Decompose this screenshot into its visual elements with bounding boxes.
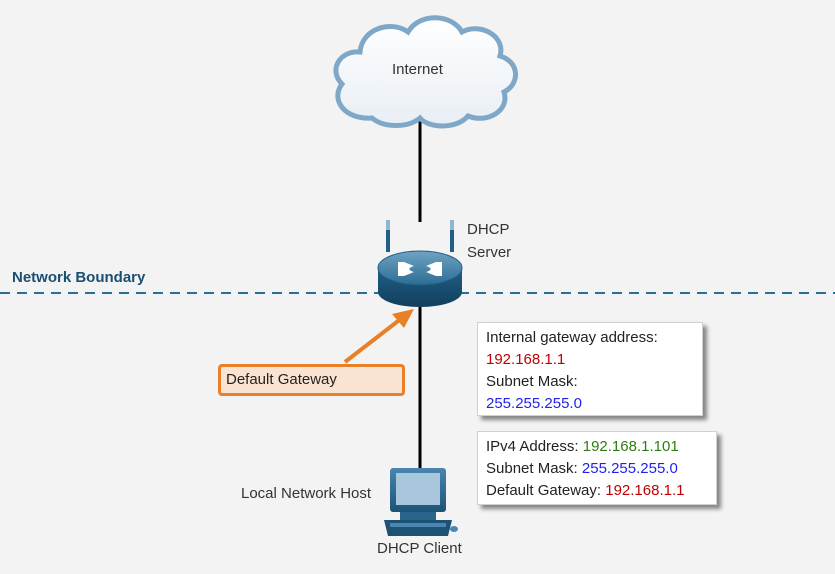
ipv4-address-label: IPv4 Address: [486,438,579,455]
default-gateway-value: 192.168.1.1 [605,482,685,499]
default-gateway-row: Default Gateway: 192.168.1.1 [486,480,708,502]
host-subnet-mask-label: Subnet Mask: [486,460,578,477]
pc-icon [384,468,458,536]
host-subnet-mask-value: 255.255.255.0 [581,460,678,477]
ipv4-address-value: 192.168.1.101 [582,438,679,455]
host-subnet-mask-row: Subnet Mask: 255.255.255.0 [486,458,708,480]
dhcp-server-label-line1: DHCP [467,221,510,238]
gateway-address-label: Internal gateway address: [486,329,658,346]
dhcp-client-label: DHCP Client [377,540,462,557]
default-gateway-arrow [343,309,414,364]
router-subnet-mask-label: Subnet Mask: [486,373,578,390]
gateway-address-value: 192.168.1.1 [486,351,566,368]
host-info-box: IPv4 Address: 192.168.1.101 Subnet Mask:… [477,431,717,505]
default-gateway-callout: Default Gateway [218,364,405,396]
network-boundary-label: Network Boundary [12,269,146,286]
ipv4-address-row: IPv4 Address: 192.168.1.101 [486,436,708,458]
router-subnet-mask-value: 255.255.255.0 [486,395,582,412]
default-gateway-label: Default Gateway: [486,482,602,499]
local-network-host-label: Local Network Host [241,485,372,502]
dhcp-server-label-line2: Server [467,244,512,261]
internet-label: Internet [392,61,443,78]
internet-cloud-icon [333,15,518,129]
router-icon [377,220,463,307]
router-info-box: Internal gateway address: 192.168.1.1 Su… [477,322,703,416]
